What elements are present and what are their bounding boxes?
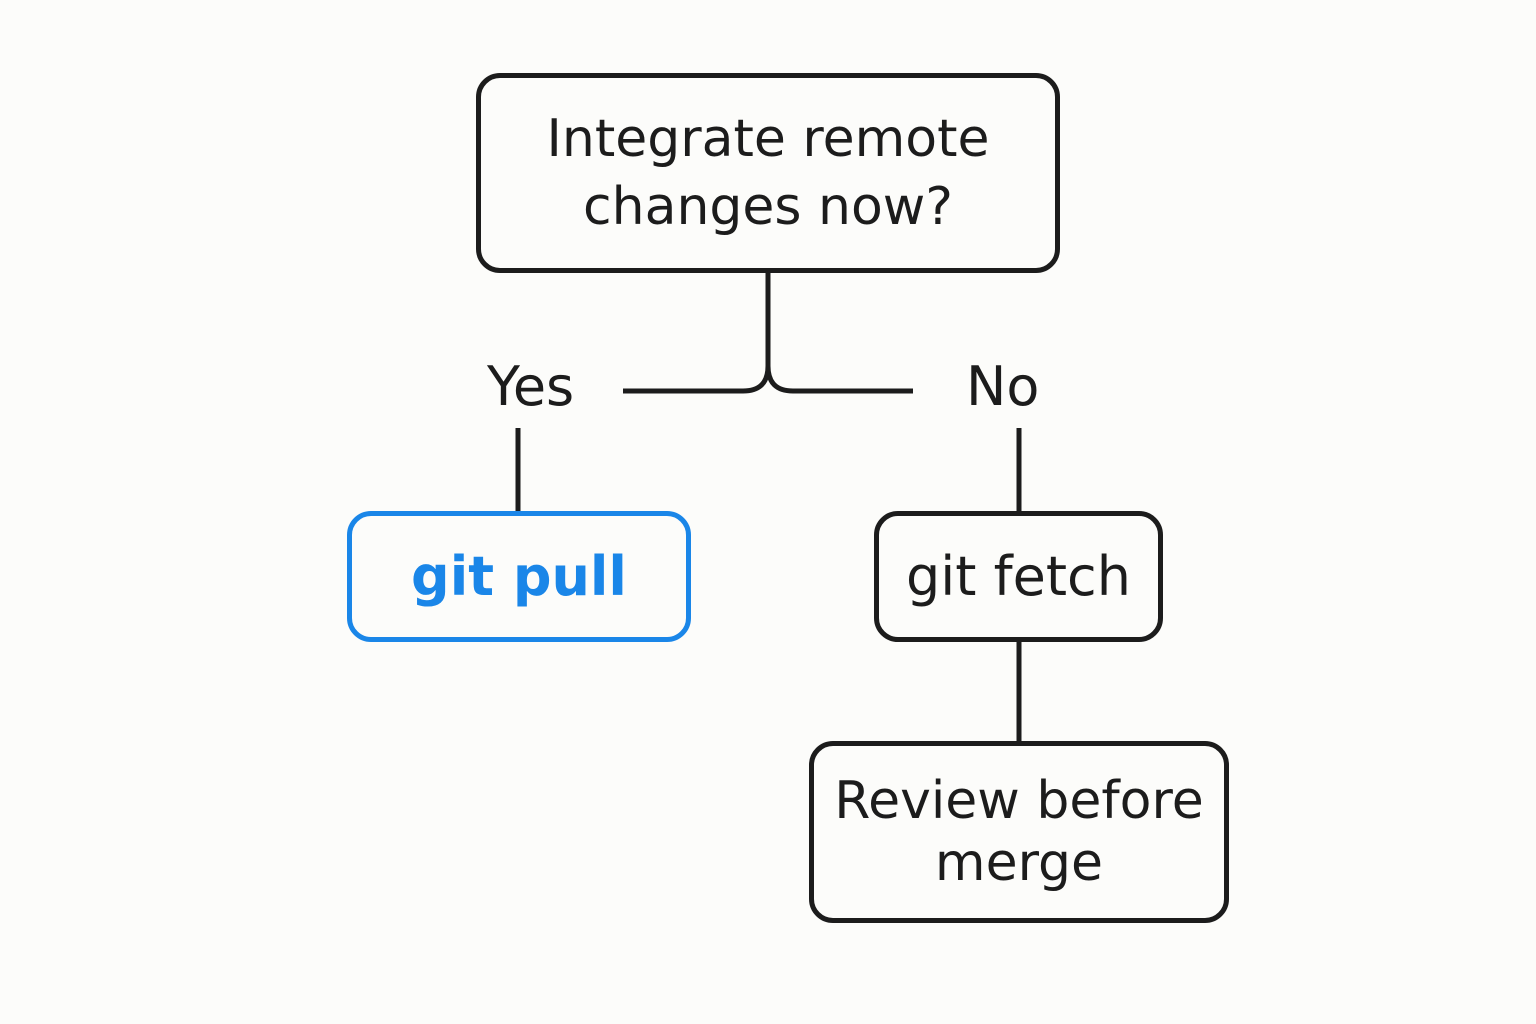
yes-branch-label: Yes — [487, 355, 575, 418]
decision-line-1: Integrate remote — [546, 109, 990, 169]
no-branch-label: No — [966, 355, 1040, 418]
decision-node: Integrate remote changes now? — [476, 73, 1060, 273]
decision-line-2: changes now? — [583, 177, 953, 237]
git-fetch-label: git fetch — [906, 545, 1131, 608]
review-before-merge-node: Review before merge — [809, 741, 1229, 923]
review-line-1: Review before — [834, 771, 1204, 831]
git-pull-node: git pull — [347, 511, 691, 642]
review-line-2: merge — [934, 833, 1104, 893]
connector-trunk — [623, 273, 913, 394]
git-fetch-node: git fetch — [874, 511, 1163, 642]
git-pull-label: git pull — [411, 545, 627, 608]
